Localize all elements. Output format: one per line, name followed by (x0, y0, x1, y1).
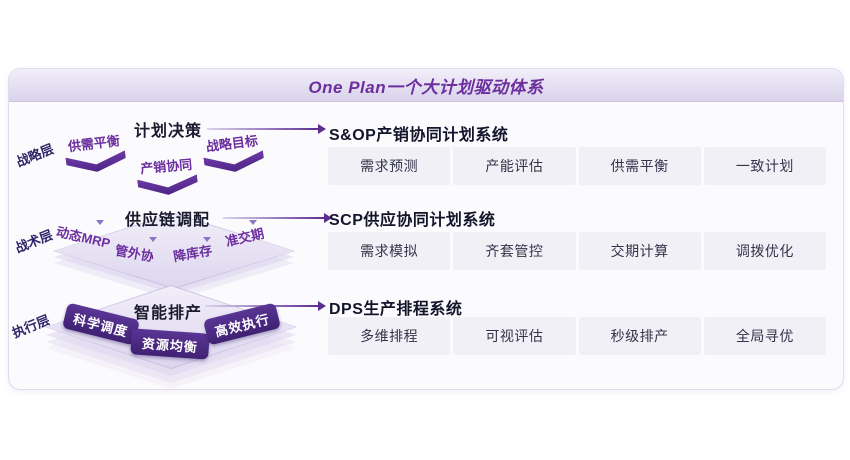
feature-cell: 需求模拟 (328, 232, 451, 270)
diagram-card: One Plan一个大计划驱动体系 战略层 计划决策 供需平衡 产销协同 战略目… (8, 68, 844, 390)
system-title-sop: S&OP产销协同计划系统 (329, 127, 509, 144)
strategy-item: 供需平衡 (61, 129, 129, 176)
system-feature-row: 需求模拟 齐套管控 交期计算 调拨优化 (328, 232, 826, 270)
card-header: One Plan一个大计划驱动体系 (9, 69, 843, 102)
triangle-down-icon (249, 220, 257, 225)
page-title: One Plan一个大计划驱动体系 (308, 77, 544, 97)
feature-cell: 调拨优化 (703, 232, 826, 270)
arrow-right-icon (223, 213, 332, 223)
strategy-item-label: 供需平衡 (67, 132, 121, 155)
triangle-down-icon (203, 237, 211, 242)
feature-cell: 需求预测 (328, 147, 451, 185)
layer-heading-strategy: 计划决策 (134, 123, 203, 140)
strategy-item: 产销协同 (133, 153, 200, 197)
layer-label-execution: 执行层 (9, 312, 52, 341)
strategy-item: 战略目标 (199, 129, 267, 176)
strategy-item-label: 战略目标 (205, 132, 259, 155)
layer-label-strategy: 战略层 (13, 141, 56, 170)
feature-cell: 秒级排产 (578, 317, 701, 355)
feature-cell: 多维排程 (328, 317, 451, 355)
layer-heading-execution: 智能排产 (134, 305, 203, 322)
layer-heading-tactical: 供应链调配 (125, 212, 211, 229)
strategy-item-label: 产销协同 (139, 156, 193, 177)
triangle-down-icon (149, 237, 157, 242)
feature-cell: 供需平衡 (578, 147, 701, 185)
feature-cell: 齐套管控 (453, 232, 576, 270)
system-title-dps: DPS生产排程系统 (329, 301, 463, 318)
feature-cell: 全局寻优 (703, 317, 826, 355)
system-feature-row: 需求预测 产能评估 供需平衡 一致计划 (328, 147, 826, 185)
feature-cell: 一致计划 (703, 147, 826, 185)
arrow-right-icon (207, 124, 326, 134)
system-feature-row: 多维排程 可视评估 秒级排产 全局寻优 (328, 317, 826, 355)
chevron-down-icon (137, 174, 198, 197)
layer-label-tactical: 战术层 (12, 227, 55, 256)
feature-cell: 可视评估 (453, 317, 576, 355)
execution-item: 资源均衡 (130, 328, 210, 360)
feature-cell: 产能评估 (453, 147, 576, 185)
feature-cell: 交期计算 (578, 232, 701, 270)
system-title-scp: SCP供应协同计划系统 (329, 212, 496, 229)
triangle-down-icon (96, 220, 104, 225)
